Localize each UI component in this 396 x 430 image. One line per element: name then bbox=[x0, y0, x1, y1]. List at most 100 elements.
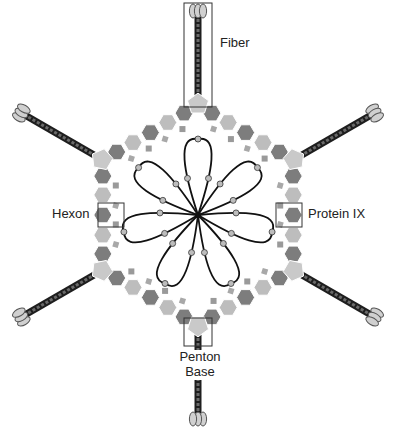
core-protein bbox=[230, 197, 236, 203]
penton-base bbox=[188, 317, 209, 337]
core-protein bbox=[254, 165, 260, 171]
hexon bbox=[284, 207, 302, 223]
core-protein bbox=[162, 230, 168, 236]
protein-ix bbox=[113, 183, 119, 189]
protein-ix bbox=[179, 297, 186, 304]
part-label: Fiber bbox=[218, 36, 252, 51]
callout-box bbox=[98, 203, 124, 227]
fiber-shaft-beads bbox=[27, 116, 96, 156]
capsid-fill bbox=[96, 97, 300, 333]
protein-ix bbox=[112, 241, 119, 248]
core-protein bbox=[220, 240, 226, 246]
fiber-knob bbox=[364, 315, 380, 328]
capsid bbox=[92, 93, 303, 337]
hexon bbox=[94, 207, 112, 223]
fiber-shaft bbox=[27, 274, 96, 314]
core-protein bbox=[228, 280, 234, 286]
hexon bbox=[159, 300, 177, 316]
core-protein bbox=[121, 229, 127, 235]
core-protein bbox=[217, 181, 223, 187]
fiber-shaft bbox=[195, 17, 202, 97]
core-protein bbox=[136, 165, 142, 171]
core-protein bbox=[185, 175, 191, 181]
core-protein bbox=[201, 250, 207, 256]
part-label: Hexon bbox=[50, 207, 92, 222]
protein-ix bbox=[162, 136, 169, 143]
protein-ix bbox=[210, 126, 217, 133]
hexon bbox=[219, 115, 237, 131]
penton-base bbox=[188, 93, 209, 113]
protein-ix bbox=[211, 298, 217, 304]
fiber-shaft-beads bbox=[27, 274, 96, 314]
hexon bbox=[159, 115, 177, 131]
protein-ix bbox=[277, 242, 283, 248]
dna-loop bbox=[184, 139, 211, 215]
core-protein bbox=[205, 175, 211, 181]
fiber-shaft bbox=[300, 274, 369, 314]
hexon bbox=[254, 135, 272, 151]
hexon bbox=[94, 187, 112, 203]
protein-ix bbox=[261, 268, 268, 275]
hexon bbox=[219, 300, 237, 316]
fiber-shaft bbox=[27, 116, 96, 156]
fiber-knob bbox=[16, 102, 32, 115]
protein-ix bbox=[244, 278, 250, 284]
core-protein bbox=[189, 250, 195, 256]
dna-core bbox=[121, 136, 275, 286]
hexon bbox=[124, 280, 142, 296]
fiber-knob bbox=[189, 412, 196, 426]
fiber-knob bbox=[199, 4, 206, 18]
core-protein bbox=[233, 210, 239, 216]
core-protein bbox=[162, 280, 168, 286]
core-protein bbox=[170, 240, 176, 246]
hexon bbox=[284, 246, 302, 262]
dna-loop bbox=[134, 161, 198, 215]
protein-ix bbox=[128, 155, 135, 162]
fiber-shaft bbox=[300, 116, 369, 156]
penton-base bbox=[92, 260, 113, 281]
protein-ix bbox=[128, 268, 134, 274]
hexon bbox=[254, 280, 272, 296]
core-protein bbox=[195, 136, 201, 142]
fibers bbox=[11, 4, 385, 426]
hexon bbox=[237, 290, 255, 306]
hexon bbox=[284, 187, 302, 203]
protein-ix bbox=[145, 278, 152, 285]
protein-ix bbox=[244, 145, 251, 152]
callout-box bbox=[184, 318, 212, 346]
protein-ix bbox=[227, 287, 234, 294]
core-protein bbox=[160, 197, 166, 203]
fiber-shaft-beads bbox=[197, 17, 200, 97]
dna-loop bbox=[198, 161, 262, 215]
hexon bbox=[94, 246, 112, 262]
dna-loop bbox=[157, 215, 198, 286]
core-protein bbox=[173, 181, 179, 187]
callout-box bbox=[276, 203, 302, 227]
core-protein bbox=[157, 210, 163, 216]
protein-ix bbox=[277, 182, 284, 189]
hexon bbox=[237, 125, 255, 141]
fiber-shaft-beads bbox=[300, 274, 369, 314]
dna-loop bbox=[123, 213, 198, 243]
part-label: Protein IX bbox=[306, 207, 367, 222]
hexon bbox=[284, 168, 302, 184]
hexon bbox=[124, 135, 142, 151]
dna-loop bbox=[198, 215, 239, 286]
protein-ix bbox=[146, 146, 152, 152]
core-protein bbox=[269, 229, 275, 235]
hexon bbox=[284, 227, 302, 243]
hexon bbox=[94, 168, 112, 184]
callout-boxes bbox=[98, 3, 302, 346]
fiber-knob bbox=[369, 111, 385, 124]
penton-base bbox=[283, 260, 304, 281]
protein-ix bbox=[162, 288, 168, 294]
protein-ix bbox=[228, 136, 234, 142]
callout-box bbox=[184, 3, 212, 107]
penton-base bbox=[283, 149, 304, 170]
hexon bbox=[141, 290, 159, 306]
penton-base bbox=[92, 149, 113, 170]
hexon bbox=[141, 125, 159, 141]
hexon bbox=[94, 227, 112, 243]
fiber-knob bbox=[11, 306, 27, 319]
